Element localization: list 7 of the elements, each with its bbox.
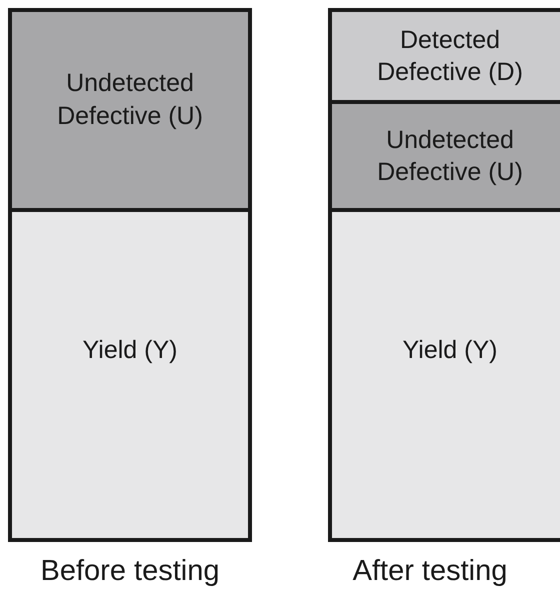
segment-label: Yield (Y) <box>402 334 498 366</box>
column-caption: After testing <box>352 555 508 588</box>
segment-label: Detected Defective (D) <box>376 24 524 88</box>
segment-label: Yield (Y) <box>82 334 178 366</box>
column-caption: Before testing <box>40 555 220 588</box>
segment-label: Undetected Defective (U) <box>56 68 204 132</box>
segment-label: Undetected Defective (U) <box>376 124 524 188</box>
